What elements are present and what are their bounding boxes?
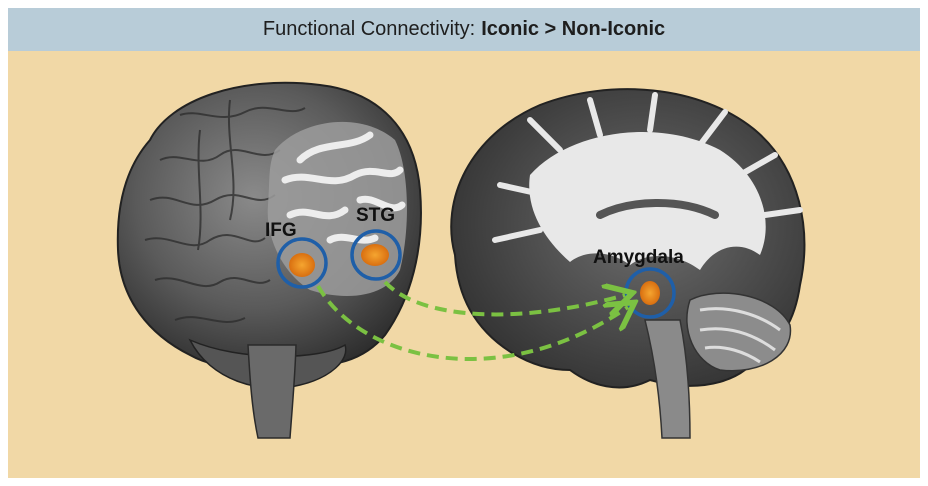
stg-activation <box>361 244 389 266</box>
amygdala-activation <box>640 281 660 305</box>
ifg-label: IFG <box>265 220 297 242</box>
stg-label: STG <box>356 205 395 227</box>
left-brain-image <box>118 83 421 438</box>
amygdala-label: Amygdala <box>593 247 684 269</box>
ifg-activation <box>289 253 315 277</box>
